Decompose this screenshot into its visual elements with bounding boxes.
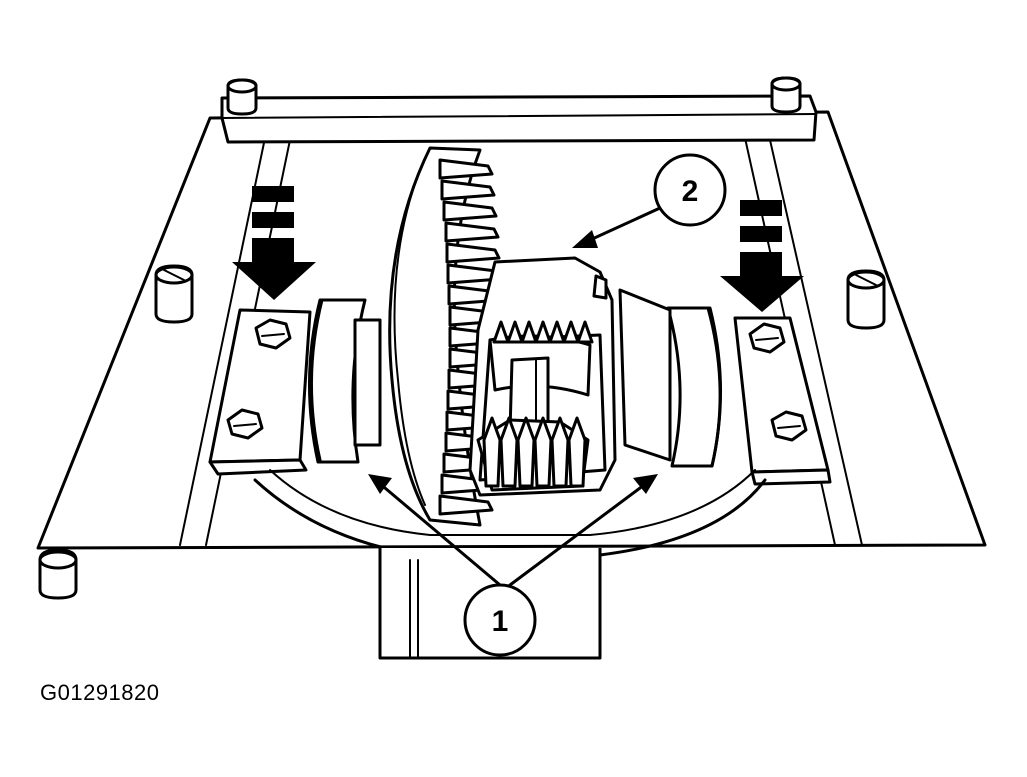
side-gear-tooth [548,320,566,344]
side-gear-teeth [492,320,594,344]
side-gear-tooth [562,320,580,344]
pinion-gear-teeth [482,416,587,488]
pinion-gear-tooth [516,416,536,488]
ring-gear-tooth [438,158,494,180]
top-crossbar [220,94,818,144]
side-gear-tooth [576,320,594,344]
ring-gear-tooth [438,494,494,516]
pinion-gear-tooth [499,416,519,488]
down-arrow-icon [232,186,316,300]
ring-gear-tooth [440,179,496,201]
pinion-gear-tooth [482,416,502,488]
callout-2: 2 [653,153,727,227]
left-carrier-bearing [307,298,382,464]
pinion-gear-tooth [533,416,553,488]
callout-2-number: 2 [682,175,699,208]
hex-bolt-icon [770,410,808,442]
callout-1-number: 1 [492,605,509,638]
ring-gear-tooth [442,200,498,222]
pinion-gear-tooth [550,416,570,488]
dowel-pin-icon [154,264,194,324]
ring-gear-tooth [444,221,500,243]
down-arrow-icon [720,200,804,312]
dowel-pin-icon [38,548,78,600]
hex-bolt-icon [748,322,786,354]
right-bearing-cap [733,316,832,486]
ring-gear-tooth [445,242,501,264]
callout-1-leaders [368,474,658,587]
right-carrier-bearing [618,288,723,468]
callout-2-leader [572,206,662,248]
hex-bolt-icon [254,318,292,350]
dowel-pin-icon [226,78,258,116]
dowel-pin-icon [846,269,886,330]
callout-1: 1 [463,583,537,657]
pinion-gear-tooth [567,416,587,488]
side-gear-tooth [506,320,524,344]
hex-bolt-icon [226,408,264,440]
side-gear-tooth [492,320,510,344]
figure-id-label: G01291820 [40,680,160,705]
side-gear-tooth [520,320,538,344]
dowel-pin-icon [770,76,802,114]
side-gear-tooth [534,320,552,344]
